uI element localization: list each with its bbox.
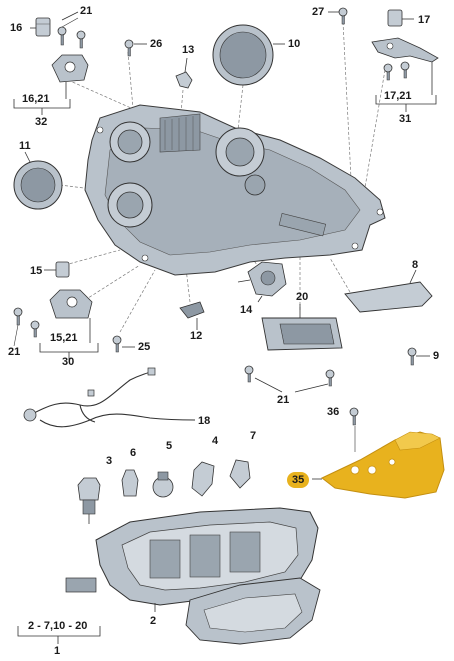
bulb-7	[229, 459, 251, 489]
part-15-nut	[44, 261, 70, 278]
label-10: 10	[288, 38, 301, 50]
part-31-bracket	[371, 37, 439, 112]
label-4: 4	[212, 435, 219, 447]
bulb-3	[77, 477, 101, 524]
part-10-cap	[212, 24, 285, 86]
part-18-wiring-harness	[23, 367, 196, 428]
part-21-screws-top	[57, 11, 86, 49]
label-26: 26	[150, 38, 163, 50]
part-32-bracket	[13, 54, 89, 115]
label-17-21: 17,21	[384, 90, 412, 102]
label-1: 1	[54, 645, 61, 657]
headlight-housing	[84, 104, 386, 276]
label-31: 31	[399, 113, 412, 125]
part-25-screw	[112, 335, 135, 353]
label-9: 9	[433, 350, 440, 362]
label-13: 13	[182, 44, 195, 56]
part-14-motor	[237, 261, 287, 303]
part-36-screw	[349, 407, 359, 452]
label-25: 25	[138, 341, 151, 353]
dashed-leader-lines	[59, 21, 386, 333]
part-35-bracket-highlight	[312, 431, 445, 499]
label-30: 30	[62, 356, 75, 368]
headlight-front-assembly	[17, 507, 321, 645]
label-35-badge: 35	[287, 472, 310, 488]
part-13-elbow	[175, 57, 193, 89]
label-2-7-10-20: 2 - 7,10 - 20	[28, 620, 88, 632]
bulb-5	[152, 471, 174, 498]
part-30-bracket	[13, 289, 99, 360]
label-16: 16	[10, 22, 23, 34]
label-15: 15	[30, 265, 43, 277]
label-7: 7	[250, 430, 257, 442]
label-3: 3	[106, 455, 113, 467]
label-21-mid: 21	[277, 394, 290, 406]
part-21-screws-mid	[244, 365, 335, 393]
part-8-cover	[344, 269, 433, 313]
bulb-4	[191, 461, 215, 497]
label-17: 17	[418, 14, 431, 26]
label-15-21: 15,21	[50, 332, 78, 344]
label-5: 5	[166, 440, 173, 452]
label-16-21: 16,21	[22, 93, 50, 105]
label-21-left: 21	[8, 346, 21, 358]
label-36: 36	[327, 406, 340, 418]
label-2: 2	[150, 615, 157, 627]
label-14: 14	[240, 304, 253, 316]
bulb-6	[121, 469, 139, 497]
part-17-nut	[387, 9, 414, 27]
part-12-clip	[179, 301, 205, 330]
part-20-control-module	[261, 304, 343, 351]
label-20: 20	[296, 291, 309, 303]
label-27: 27	[312, 6, 325, 18]
label-12: 12	[190, 330, 203, 342]
label-18: 18	[198, 415, 211, 427]
part-11-cap	[13, 151, 63, 210]
label-32: 32	[35, 116, 48, 128]
part-16-nut	[30, 17, 51, 37]
part-26-screw	[124, 39, 147, 57]
label-6: 6	[130, 447, 137, 459]
label-21-top: 21	[80, 5, 93, 17]
label-11: 11	[19, 140, 31, 152]
label-8: 8	[412, 259, 419, 271]
part-9-screw	[407, 347, 430, 366]
part-27-screw	[328, 7, 348, 25]
